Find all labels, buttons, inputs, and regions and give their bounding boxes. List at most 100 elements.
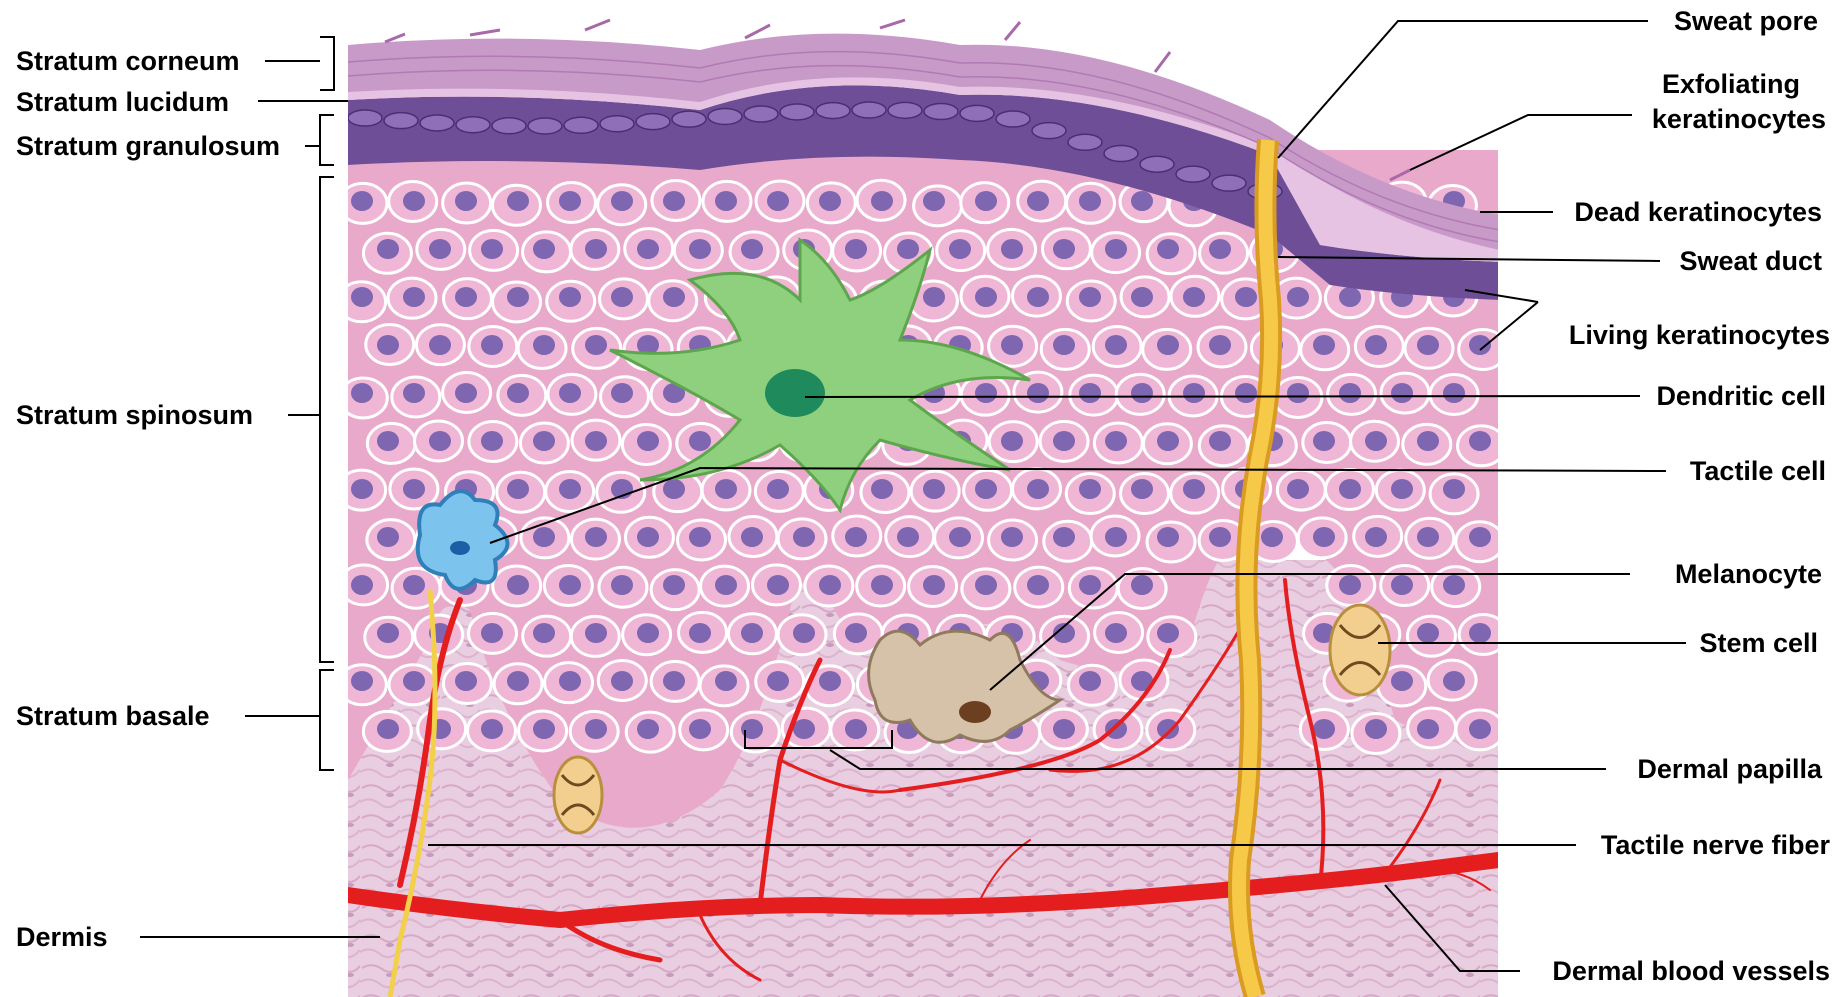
keratinocyte-nucleus xyxy=(351,479,373,499)
label-dermal-papilla: Dermal papilla xyxy=(1637,754,1823,784)
label-stratum-spinosum: Stratum spinosum xyxy=(16,400,253,430)
keratinocyte-nucleus xyxy=(585,239,607,259)
granulosum-cell xyxy=(1104,146,1138,162)
keratinocyte-nucleus xyxy=(1417,527,1439,547)
keratinocyte-nucleus xyxy=(1365,431,1387,451)
keratinocyte-nucleus xyxy=(1417,335,1439,355)
keratinocyte-nucleus xyxy=(1391,671,1413,691)
keratinocyte-nucleus xyxy=(1313,527,1335,547)
keratinocyte-nucleus xyxy=(923,287,945,307)
label-dendritic-cell: Dendritic cell xyxy=(1656,381,1826,411)
left-labels: Stratum corneum Stratum lucidum Stratum … xyxy=(16,37,380,952)
keratinocyte-nucleus xyxy=(533,239,555,259)
keratinocyte-nucleus xyxy=(481,623,503,643)
keratinocyte-nucleus xyxy=(715,479,737,499)
label-stem-cell: Stem cell xyxy=(1699,628,1818,658)
keratinocyte-nucleus xyxy=(1053,431,1075,451)
keratinocyte-nucleus xyxy=(1313,719,1335,739)
keratinocyte-nucleus xyxy=(845,623,867,643)
keratinocyte-nucleus xyxy=(533,335,555,355)
keratinocyte-nucleus xyxy=(1183,287,1205,307)
keratinocyte-nucleus xyxy=(481,239,503,259)
keratinocyte-nucleus xyxy=(793,623,815,643)
granulosum-cell xyxy=(1068,134,1102,150)
keratinocyte-nucleus xyxy=(1339,287,1361,307)
keratinocyte-nucleus xyxy=(377,239,399,259)
keratinocyte-nucleus xyxy=(507,575,529,595)
keratinocyte-nucleus xyxy=(1001,527,1023,547)
keratinocyte-nucleus xyxy=(481,431,503,451)
keratinocyte-nucleus xyxy=(611,287,633,307)
keratinocyte-nucleus xyxy=(1443,575,1465,595)
keratinocyte-nucleus xyxy=(585,719,607,739)
keratinocyte-nucleus xyxy=(637,239,659,259)
keratinocyte-nucleus xyxy=(1391,383,1413,403)
label-living-keratinocytes: Living keratinocytes xyxy=(1569,320,1830,350)
granulosum-cell xyxy=(636,114,670,130)
keratinocyte-nucleus xyxy=(533,719,555,739)
keratinocyte-nucleus xyxy=(377,431,399,451)
keratinocyte-nucleus xyxy=(611,575,633,595)
keratinocyte-nucleus xyxy=(637,527,659,547)
keratinocyte-nucleus xyxy=(1469,527,1491,547)
keratinocyte-nucleus xyxy=(1079,383,1101,403)
keratinocyte-nucleus xyxy=(507,383,529,403)
keratinocyte-nucleus xyxy=(871,479,893,499)
keratinocyte-nucleus xyxy=(1001,431,1023,451)
granulosum-cell xyxy=(924,103,958,119)
keratinocyte-nucleus xyxy=(351,287,373,307)
keratinocyte-nucleus xyxy=(1105,623,1127,643)
keratinocyte-nucleus xyxy=(507,479,529,499)
keratinocyte-nucleus xyxy=(1469,623,1491,643)
keratinocyte-nucleus xyxy=(767,671,789,691)
keratinocyte-nucleus xyxy=(1391,479,1413,499)
keratinocyte-nucleus xyxy=(1287,287,1309,307)
granulosum-cell xyxy=(708,108,742,124)
keratinocyte-nucleus xyxy=(1001,239,1023,259)
keratinocyte-nucleus xyxy=(741,239,763,259)
keratinocyte-nucleus xyxy=(1079,575,1101,595)
granulosum-cell xyxy=(672,111,706,127)
granulosum-cell xyxy=(744,106,778,122)
keratinocyte-nucleus xyxy=(403,191,425,211)
tissue-illustration xyxy=(338,20,1508,997)
keratinocyte-nucleus xyxy=(1053,335,1075,355)
keratinocyte-nucleus xyxy=(975,191,997,211)
keratinocyte-nucleus xyxy=(1027,383,1049,403)
keratinocyte-nucleus xyxy=(845,719,867,739)
keratinocyte-nucleus xyxy=(1365,719,1387,739)
keratinocyte-nucleus xyxy=(1469,431,1491,451)
keratinocyte-nucleus xyxy=(715,575,737,595)
label-tactile-cell: Tactile cell xyxy=(1690,456,1826,486)
keratinocyte-nucleus xyxy=(1235,383,1257,403)
keratinocyte-nucleus xyxy=(1313,335,1335,355)
granulosum-cell xyxy=(996,111,1030,127)
keratinocyte-nucleus xyxy=(1417,623,1439,643)
keratinocyte-nucleus xyxy=(715,671,737,691)
keratinocyte-nucleus xyxy=(1131,287,1153,307)
keratinocyte-nucleus xyxy=(1079,287,1101,307)
granulosum-cell xyxy=(1140,156,1174,172)
keratinocyte-nucleus xyxy=(351,191,373,211)
leader-stratum-corneum xyxy=(265,37,334,90)
leader-stratum-basale xyxy=(245,670,334,770)
keratinocyte-nucleus xyxy=(1469,719,1491,739)
keratinocyte-nucleus xyxy=(1209,431,1231,451)
keratinocyte-nucleus xyxy=(1079,479,1101,499)
keratinocyte-nucleus xyxy=(689,239,711,259)
keratinocyte-nucleus xyxy=(585,527,607,547)
keratinocyte-nucleus xyxy=(559,671,581,691)
keratinocyte-nucleus xyxy=(1443,671,1465,691)
granulosum-cell xyxy=(1176,166,1210,182)
keratinocyte-nucleus xyxy=(351,575,373,595)
keratinocyte-nucleus xyxy=(1313,431,1335,451)
keratinocyte-nucleus xyxy=(1157,719,1179,739)
keratinocyte-nucleus xyxy=(1079,671,1101,691)
keratinocyte-nucleus xyxy=(663,671,685,691)
keratinocyte-nucleus xyxy=(377,335,399,355)
keratinocyte-nucleus xyxy=(1053,239,1075,259)
keratinocyte-nucleus xyxy=(1027,575,1049,595)
keratinocyte-nucleus xyxy=(585,335,607,355)
label-stratum-granulosum: Stratum granulosum xyxy=(16,131,280,161)
